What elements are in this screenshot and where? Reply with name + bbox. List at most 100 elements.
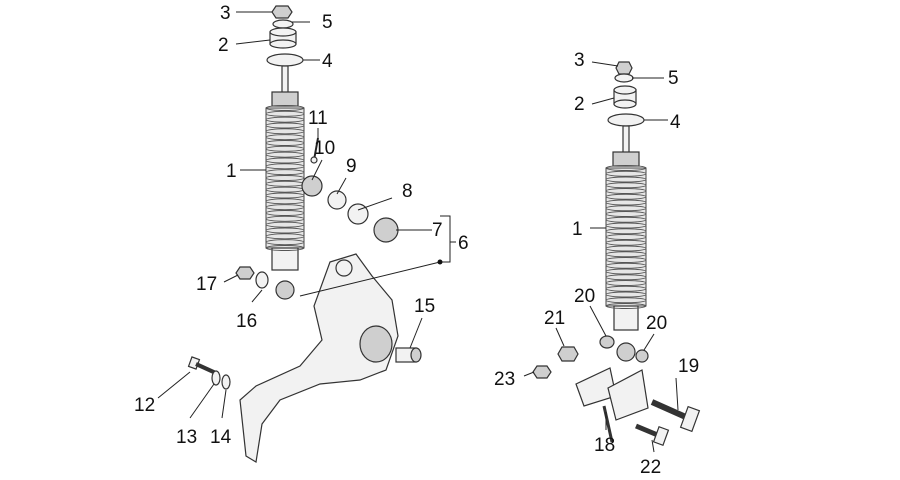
spring-coil [265, 134, 305, 141]
spring-coil [605, 165, 647, 171]
washer-part-14 [221, 374, 231, 390]
callout-8: 8 [402, 181, 413, 202]
spring-coil [265, 210, 305, 216]
bolt-part-12 [187, 356, 219, 376]
spring-coil [605, 211, 647, 217]
spring-coil [265, 151, 305, 158]
spring-coil [265, 204, 305, 211]
spring-coil [265, 122, 305, 129]
spring-coil [265, 157, 305, 164]
cup-part-4-left [266, 53, 304, 67]
callout-14: 14 [210, 427, 232, 448]
spring-coil [605, 297, 647, 304]
callout-20-b: 20 [646, 313, 667, 334]
bracket-part-18 [575, 367, 649, 443]
washer-part-8 [347, 203, 369, 225]
callout-12: 12 [134, 395, 155, 416]
left-leader-lines [157, 11, 456, 419]
callout-18: 18 [594, 435, 615, 456]
callout-16: 16 [236, 311, 257, 332]
spring-coil [605, 303, 647, 309]
spring-coil [605, 216, 647, 223]
spring-coil [605, 182, 647, 189]
spring-coil [265, 110, 305, 117]
bolt-part-22 [635, 423, 670, 446]
spring-coil [265, 198, 305, 205]
callout-22: 22 [640, 457, 661, 478]
spring-coil [265, 163, 305, 170]
spring-coil [265, 245, 305, 251]
callout-21: 21 [544, 308, 565, 329]
swing-arm-bracket [239, 253, 399, 463]
washer-part-9 [327, 190, 347, 210]
spring-coil [605, 199, 647, 206]
spring-coil [265, 192, 305, 199]
spring-coil [605, 239, 647, 246]
spring-coil [605, 188, 647, 194]
spring-coil [605, 251, 647, 258]
spring-coil [605, 257, 647, 263]
spring-coil [605, 170, 647, 177]
shock-absorber-part-1-left [265, 65, 305, 300]
washer-part-5-right [614, 73, 634, 83]
bush-part-15 [395, 347, 422, 363]
spring-coil [605, 280, 647, 286]
nut-part-21 [557, 346, 579, 362]
spring-coil [605, 176, 647, 183]
callout-1-left: 1 [226, 161, 237, 182]
bush-part-2-left [269, 27, 297, 49]
callout-4-left: 4 [322, 51, 333, 72]
callout-3-left: 3 [220, 3, 231, 24]
bearing-part-7 [373, 217, 399, 243]
callout-3-right: 3 [574, 50, 585, 71]
spring-coil [605, 205, 647, 212]
spring-coil [605, 268, 647, 275]
callout-11: 11 [308, 108, 328, 129]
callout-5-left: 5 [322, 12, 333, 33]
callout-1-right: 1 [572, 219, 583, 240]
spring-coil [605, 291, 647, 298]
bush-part-20-b [635, 349, 649, 363]
callout-17: 17 [196, 274, 217, 295]
callout-10: 10 [314, 138, 335, 159]
callout-5-right: 5 [668, 68, 679, 89]
spring-coil [605, 245, 647, 252]
bush-part-10 [301, 175, 323, 197]
callout-13: 13 [176, 427, 197, 448]
spring-coil [265, 128, 305, 135]
callout-19: 19 [678, 356, 699, 377]
spring-coil [265, 145, 305, 152]
spring-coil [265, 215, 305, 222]
bolt-part-19 [650, 399, 701, 433]
callout-23: 23 [494, 369, 515, 390]
callout-2-right: 2 [574, 94, 585, 115]
cup-part-4-right [607, 113, 645, 127]
spring-coil [605, 228, 647, 235]
callout-7: 7 [432, 220, 443, 241]
nut-part-3-right [615, 61, 633, 75]
spring-coil [265, 175, 305, 181]
shock-absorber-part-1-right [605, 125, 647, 362]
callout-9: 9 [346, 156, 357, 177]
spring-coil [605, 285, 647, 292]
left-shock-assembly: 3 5 2 4 11 10 1 9 8 7 6 17 16 15 12 13 1… [134, 3, 469, 463]
washer-part-5-left [272, 19, 294, 29]
spring-coil [265, 140, 305, 146]
spring-coil [605, 234, 647, 240]
right-leader-lines [523, 61, 679, 453]
washer-part-16 [255, 271, 269, 289]
left-callout-labels: 3 5 2 4 11 10 1 9 8 7 6 17 16 15 12 13 1… [134, 3, 469, 448]
spring-coil [605, 222, 647, 229]
bush-part-2-right [613, 85, 637, 109]
spring-coil [265, 105, 305, 111]
right-shock-assembly: 3 5 2 4 1 20 21 20 19 23 18 22 [494, 50, 701, 478]
right-callout-labels: 3 5 2 4 1 20 21 20 19 23 18 22 [494, 50, 699, 478]
spring-coil [265, 221, 305, 228]
callout-15: 15 [414, 296, 435, 317]
spring-coil [605, 274, 647, 281]
spring-coil [265, 227, 305, 234]
washer-part-13 [211, 370, 221, 386]
nut-part-23 [532, 365, 552, 379]
callout-4-right: 4 [670, 112, 681, 133]
